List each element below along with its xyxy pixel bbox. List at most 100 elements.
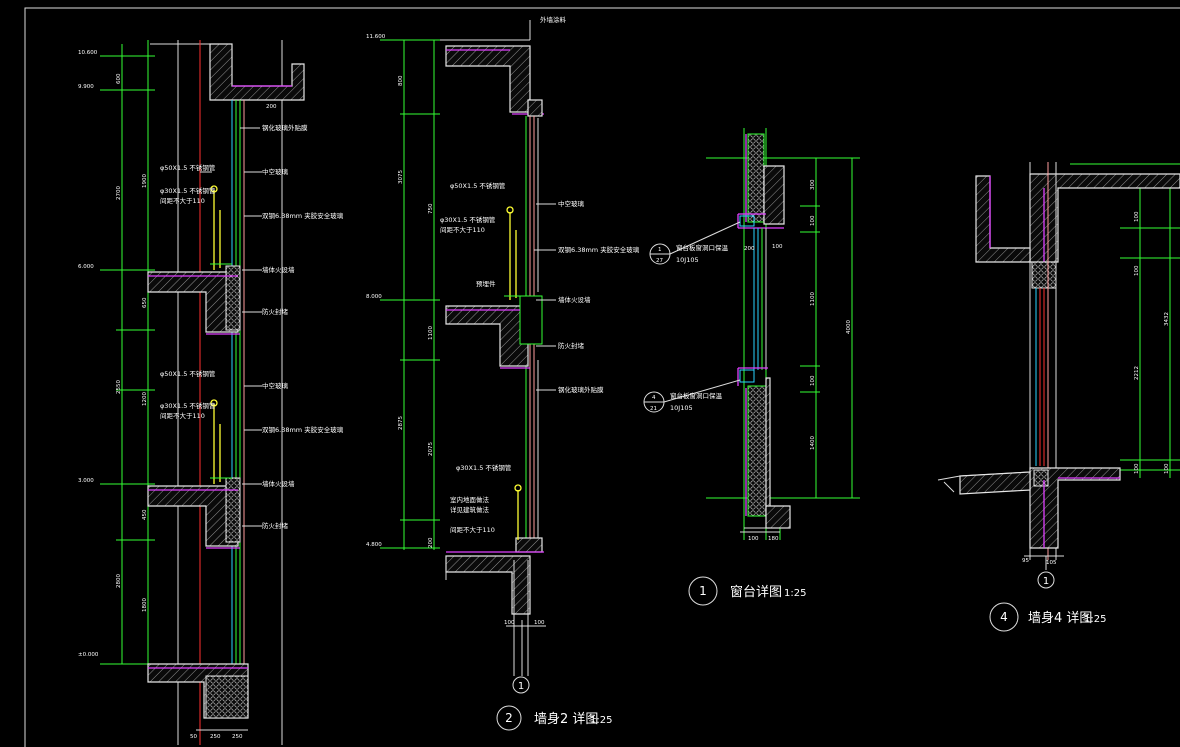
dim-d-v4: 100 xyxy=(1134,463,1140,474)
dim-a-b3: 250 xyxy=(232,734,243,740)
note-b-block: 防火封堵 xyxy=(558,341,585,350)
note-a-rail2b: φ30X1.5 不锈钢管 xyxy=(160,401,216,410)
note-b-hollow: 中空玻璃 xyxy=(558,199,585,208)
title-1-number: 1 xyxy=(699,584,707,598)
dim-b-v1: 800 xyxy=(398,75,404,86)
note-a-hollow-b: 中空玻璃 xyxy=(262,381,289,390)
ref-c1-code: 10J105 xyxy=(676,256,699,264)
title-2-number: 2 xyxy=(505,711,513,725)
dim-d-b2: 105 xyxy=(1046,560,1057,566)
dim-a-b2: 250 xyxy=(210,734,221,740)
title-2-name: 墙身2 详图 xyxy=(534,711,598,727)
note-a-fire: 墙体火设墙 xyxy=(262,265,295,274)
level-a3: 6.000 xyxy=(78,264,94,270)
note-a-fireproof-b: 防火封堵 xyxy=(262,521,289,530)
detail-d-wall-section xyxy=(937,162,1180,570)
dim-c-v5: 1400 xyxy=(810,436,816,450)
title-4-number: 4 xyxy=(1000,610,1008,624)
dim-a-b1: 50 xyxy=(190,734,197,740)
note-b-sill1: 室内地面做法 xyxy=(450,495,490,504)
dim-c-v2: 100 xyxy=(810,215,816,226)
axis-label-d: 1 xyxy=(1043,576,1049,587)
detail-a-wall-section xyxy=(100,40,305,745)
dim-c-v3: 1100 xyxy=(810,292,816,306)
dim-a-v5: 650 xyxy=(142,297,148,308)
dim-d-v5: 100 xyxy=(1164,463,1170,474)
note-a-hollow: 中空玻璃 xyxy=(262,167,289,176)
dim-c-total: 4000 xyxy=(846,320,852,334)
title-detail-1: 1 窗台详图 1:25 xyxy=(688,576,806,606)
dim-d-v3: 2212 xyxy=(1134,366,1140,380)
dim-b-bot2: 100 xyxy=(534,620,545,626)
ref-c1-text: 窗台板窗洞口保温 xyxy=(676,243,729,252)
dim-b-v7: 1100 xyxy=(428,326,434,340)
ref-c2-top: 4 xyxy=(652,395,656,401)
axis-bubble-b xyxy=(512,676,530,694)
detail-c-window-sill xyxy=(643,128,860,540)
note-a-glass-film: 钢化玻璃外贴膜 xyxy=(262,123,308,132)
note-b-rail2: φ30X1.5 不锈钢管 xyxy=(440,215,496,224)
note-a-coat-b: 双钢6.38mm 夹胶安全玻璃 xyxy=(262,425,344,434)
title-detail-2: 2 墙身2 详图 1:25 xyxy=(496,705,612,731)
note-b-glass-film: 钢化玻璃外贴膜 xyxy=(558,385,604,394)
dim-c-w1: 200 xyxy=(744,246,755,252)
detail-b-wall-section xyxy=(380,20,556,676)
dim-a-v8: 450 xyxy=(142,509,148,520)
dim-a-v6: 1200 xyxy=(142,392,148,406)
dim-b-v5: 2075 xyxy=(428,442,434,456)
ref-c2-bot: 21 xyxy=(650,406,657,412)
dim-a-v9: 1800 xyxy=(142,598,148,612)
level-a4: 3.000 xyxy=(78,478,94,484)
note-a-rail3b: 间距不大于110 xyxy=(160,411,205,420)
note-b-rail1: φ50X1.5 不锈钢管 xyxy=(450,181,506,190)
title-2-scale: 1:25 xyxy=(590,715,612,726)
dim-b-v6: 200 xyxy=(428,537,434,548)
dim-a-v2: 2700 xyxy=(116,186,122,200)
title-1-scale: 1:25 xyxy=(784,588,806,599)
note-a-rail1: φ50X1.5 不锈钢管 xyxy=(160,163,216,172)
ref-c2-text: 窗台板窗洞口保温 xyxy=(670,391,723,400)
drawing-frame xyxy=(24,7,1180,747)
note-b-weld: 预埋件 xyxy=(476,279,496,288)
dim-c-b2: 180 xyxy=(768,536,779,542)
note-a-fireproof: 防火封堵 xyxy=(262,307,289,316)
level-a1: 10.600 xyxy=(78,50,98,56)
dim-b-v3: 750 xyxy=(428,203,434,214)
note-a-coat: 双钢6.38mm 夹胶安全玻璃 xyxy=(262,211,344,220)
dim-d-b1: 95 xyxy=(1022,558,1029,564)
note-b-paint: 外墙涂料 xyxy=(540,15,567,24)
note-b-rail4: φ30X1.5 不锈钢管 xyxy=(456,463,512,472)
title-detail-4: 4 墙身4 详图 1:25 xyxy=(989,602,1106,632)
level-b1: 11.600 xyxy=(366,34,386,40)
dim-c-v4: 100 xyxy=(810,375,816,386)
dim-a-v3: 1900 xyxy=(142,174,148,188)
dim-c-w2: 100 xyxy=(772,244,783,250)
dim-d-v1: 100 xyxy=(1134,211,1140,222)
level-a5: ±0.000 xyxy=(78,652,99,658)
dim-a-v1: 600 xyxy=(116,73,122,84)
note-a-rail1b: φ50X1.5 不锈钢管 xyxy=(160,369,216,378)
note-b-sill2: 详见建筑做法 xyxy=(450,505,490,514)
ref-c1-bot: 27 xyxy=(656,258,663,264)
level-b3: 4.800 xyxy=(366,542,382,548)
note-b-rail3: 间距不大于110 xyxy=(440,225,485,234)
level-a2: 9.900 xyxy=(78,84,94,90)
dim-c-v1: 300 xyxy=(810,179,816,190)
title-4-name: 墙身4 详图 xyxy=(1028,610,1092,626)
note-a-fire-b: 墙体火设墙 xyxy=(262,479,295,488)
title-1-name: 窗台详图 xyxy=(730,584,782,600)
dim-a-top: 200 xyxy=(266,104,277,110)
dim-d-total: 3432 xyxy=(1164,312,1170,326)
dim-a-v7: 2800 xyxy=(116,574,122,588)
note-a-rail3: 间距不大于110 xyxy=(160,196,205,205)
dim-b-v4: 2875 xyxy=(398,416,404,430)
axis-bubble-d xyxy=(1037,571,1055,589)
dim-a-v4: 2550 xyxy=(116,380,122,394)
dim-d-v2: 100 xyxy=(1134,265,1140,276)
note-b-fire: 墙体火设墙 xyxy=(558,295,591,304)
note-a-rail2: φ30X1.5 不锈钢管 xyxy=(160,186,216,195)
axis-label-b: 1 xyxy=(518,681,524,692)
title-4-scale: 1:25 xyxy=(1084,614,1106,625)
ref-c2-code: 10J105 xyxy=(670,404,693,412)
